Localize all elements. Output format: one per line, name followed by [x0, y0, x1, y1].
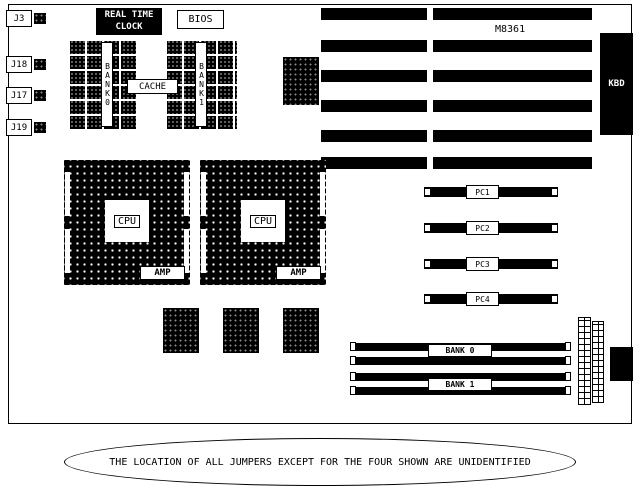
socket-notch [65, 172, 70, 216]
isa-slot-segment [433, 8, 592, 20]
ic-chip [283, 57, 319, 105]
note-ellipse: THE LOCATION OF ALL JUMPERS EXCEPT FOR T… [64, 438, 576, 486]
isa-slot-segment [321, 157, 427, 169]
note-text: THE LOCATION OF ALL JUMPERS EXCEPT FOR T… [109, 456, 531, 468]
socket-notch [184, 229, 189, 273]
pc-slot: PC4 [424, 292, 558, 306]
socket-notch [320, 229, 325, 273]
isa-slot-segment [433, 70, 592, 82]
bank1-vertical-text: BANK1 [197, 62, 206, 107]
isa-slot-segment [321, 8, 427, 20]
jumper-pins-icon [34, 59, 46, 70]
bank1-vertical-label: BANK1 [195, 42, 207, 127]
simm-slot [350, 372, 571, 381]
socket-notch [201, 172, 206, 216]
cpu-label: CPU [113, 214, 141, 228]
pc-slot-label: PC1 [466, 185, 499, 199]
jumper-pins-icon [34, 122, 46, 133]
jumper-label-j17: J17 [6, 87, 32, 104]
cpu-label: CPU [249, 214, 277, 228]
pin-header [578, 317, 591, 405]
isa-slot-segment [433, 130, 592, 142]
bank0-vertical-label: BANK0 [101, 42, 113, 127]
jumper-pins-icon [34, 90, 46, 101]
rtc-label-line1: REAL TIME [104, 10, 154, 20]
rtc-label-line2: CLOCK [115, 22, 143, 32]
chipset-label: M8361 [495, 24, 526, 35]
isa-slot-segment [321, 70, 427, 82]
socket-notch [201, 229, 206, 273]
pc-slot-label: PC4 [466, 292, 499, 306]
ic-chip [223, 308, 259, 353]
ic-chip [163, 308, 199, 353]
rtc-chip: REAL TIME CLOCK [96, 8, 162, 35]
bios-chip: BIOS [177, 10, 224, 29]
socket-notch [184, 172, 189, 216]
simm-bank0-label: BANK 0 [428, 344, 492, 357]
simm-slot [350, 356, 571, 365]
cpu-socket: CPU AMP [64, 160, 190, 285]
socket-notch [65, 229, 70, 273]
isa-slot-segment [321, 100, 427, 112]
pc-slot: PC2 [424, 221, 558, 235]
jumper-label-j18: J18 [6, 56, 32, 73]
pc-slot: PC1 [424, 185, 558, 199]
ic-chip [283, 308, 319, 353]
isa-slot-segment [321, 130, 427, 142]
simm-bank1-label: BANK 1 [428, 378, 492, 391]
isa-slot-segment [321, 40, 427, 52]
cpu-center: CPU [105, 200, 149, 242]
pc-slot: PC3 [424, 257, 558, 271]
jumper-label-j3: J3 [6, 10, 32, 27]
amp-label: AMP [276, 266, 321, 280]
jumper-pins-icon [34, 13, 46, 24]
power-connector [610, 347, 633, 381]
pin-header [592, 321, 604, 403]
cache-label: CACHE [127, 79, 178, 94]
amp-label: AMP [140, 266, 185, 280]
cpu-center: CPU [241, 200, 285, 242]
isa-slot-segment [433, 157, 592, 169]
pc-slot-label: PC2 [466, 221, 499, 235]
pc-slot-label: PC3 [466, 257, 499, 271]
cpu-socket: CPU AMP [200, 160, 326, 285]
simm-slot [350, 386, 571, 395]
isa-slot-segment [433, 40, 592, 52]
isa-slot-segment [433, 100, 592, 112]
bank0-vertical-text: BANK0 [103, 62, 112, 107]
keyboard-connector: KBD [600, 33, 633, 135]
socket-notch [320, 172, 325, 216]
jumper-label-j19: J19 [6, 119, 32, 136]
